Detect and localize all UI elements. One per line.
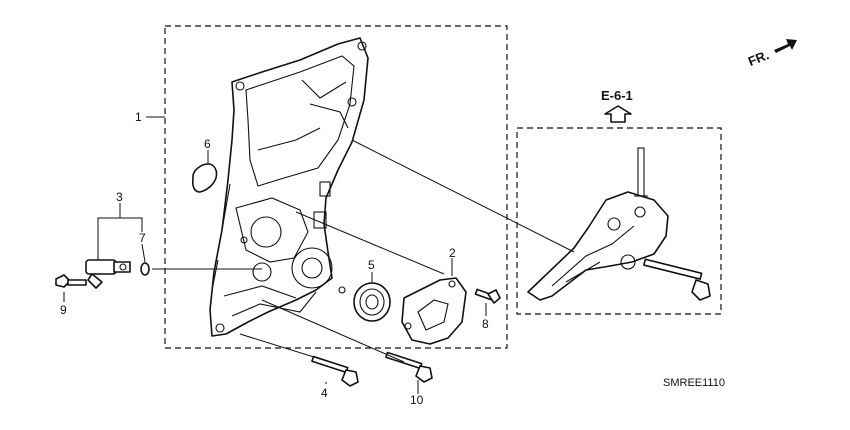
front-label: FR. (746, 47, 771, 69)
o-ring-part[interactable] (140, 262, 150, 276)
callout-2: 2 (449, 246, 456, 260)
cam-sensor-part[interactable] (85, 259, 131, 289)
leader-lines (63, 116, 575, 394)
diagram-code: SMREE1110 (663, 377, 725, 389)
long-bolt-4-part[interactable] (311, 355, 359, 387)
cover-part[interactable] (401, 277, 467, 345)
callout-8: 8 (482, 317, 489, 331)
mount-bracket-part[interactable] (527, 147, 711, 301)
gasket-part[interactable] (191, 163, 218, 193)
chain-case-part[interactable] (209, 37, 369, 337)
callout-6: 6 (204, 137, 211, 151)
callout-1: 1 (135, 110, 142, 124)
callout-9: 9 (60, 303, 67, 317)
callout-5: 5 (368, 258, 375, 272)
main-assembly-frame (164, 25, 508, 349)
oil-seal-part[interactable] (353, 282, 391, 322)
callout-3: 3 (116, 190, 123, 204)
right-arrow-icon (774, 39, 797, 53)
cover-bolt-part[interactable] (474, 288, 501, 304)
mount-bracket-frame (516, 127, 722, 315)
callout-7: 7 (139, 231, 146, 245)
callout-10: 10 (410, 393, 424, 407)
callout-4: 4 (321, 386, 328, 400)
sensor-bolt-part[interactable] (55, 274, 87, 288)
up-arrow-icon (604, 105, 632, 123)
reference-label[interactable]: E-6-1 (601, 88, 633, 103)
